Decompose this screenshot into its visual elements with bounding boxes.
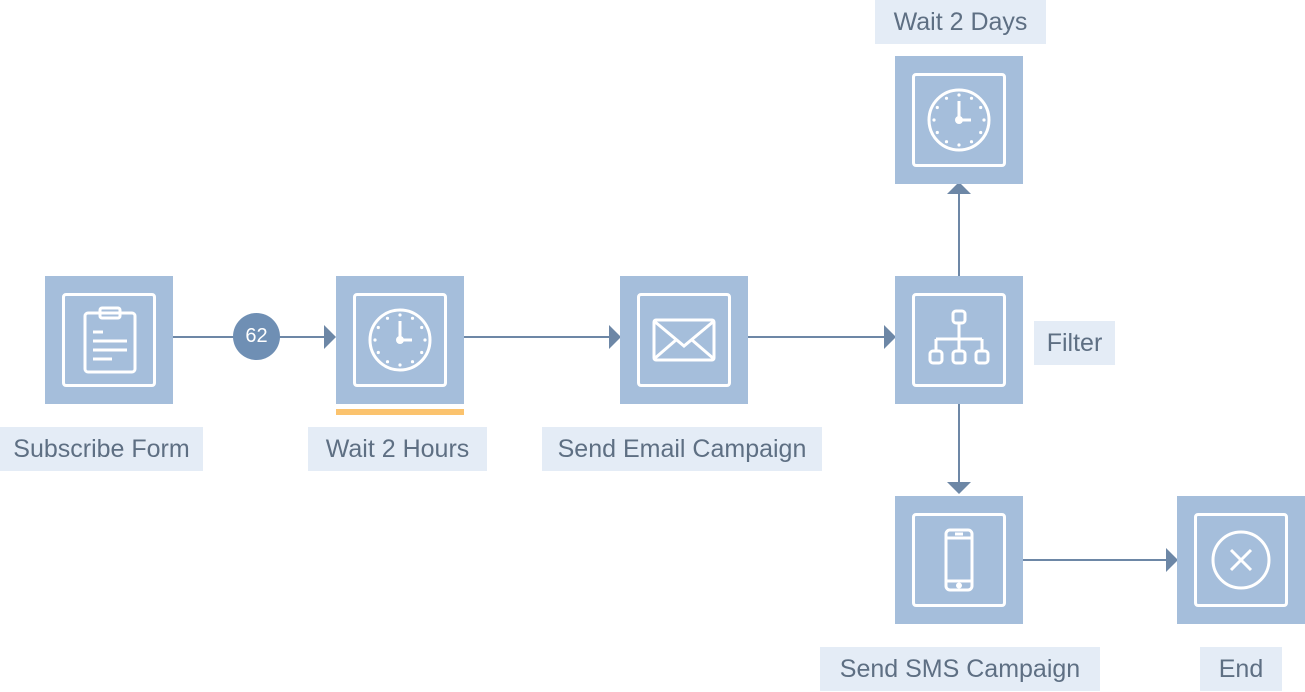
node-end[interactable] bbox=[1177, 496, 1305, 624]
clock-icon bbox=[927, 88, 991, 152]
node-subscribe-form[interactable] bbox=[45, 276, 173, 404]
node-wait-2-hours[interactable] bbox=[336, 276, 464, 404]
node-label-send-sms-campaign: Send SMS Campaign bbox=[820, 647, 1100, 691]
node-filter[interactable] bbox=[895, 276, 1023, 404]
arrow-head bbox=[324, 325, 336, 349]
node-label-wait-2-days: Wait 2 Days bbox=[875, 0, 1046, 44]
smartphone-icon bbox=[944, 528, 974, 592]
node-send-email-campaign[interactable] bbox=[620, 276, 748, 404]
clock-icon bbox=[368, 308, 432, 372]
node-label-send-email-campaign: Send Email Campaign bbox=[542, 427, 822, 471]
contact-count-badge[interactable]: 62 bbox=[233, 313, 280, 360]
node-label-subscribe-form: Subscribe Form bbox=[0, 427, 203, 471]
arrow-head bbox=[947, 182, 971, 194]
close-circle-icon bbox=[1211, 530, 1271, 590]
envelope-icon bbox=[652, 318, 716, 362]
clipboard-icon bbox=[83, 306, 137, 374]
arrow-head bbox=[884, 325, 896, 349]
node-label-wait-2-hours: Wait 2 Hours bbox=[308, 427, 487, 471]
node-label-filter: Filter bbox=[1034, 321, 1115, 365]
node-send-sms-campaign[interactable] bbox=[895, 496, 1023, 624]
arrow-head bbox=[947, 482, 971, 494]
arrow-head bbox=[1166, 548, 1178, 572]
selection-indicator bbox=[336, 409, 464, 415]
node-label-end: End bbox=[1200, 647, 1282, 691]
hierarchy-icon bbox=[928, 309, 990, 365]
arrow-head bbox=[609, 325, 621, 349]
node-wait-2-days[interactable] bbox=[895, 56, 1023, 184]
